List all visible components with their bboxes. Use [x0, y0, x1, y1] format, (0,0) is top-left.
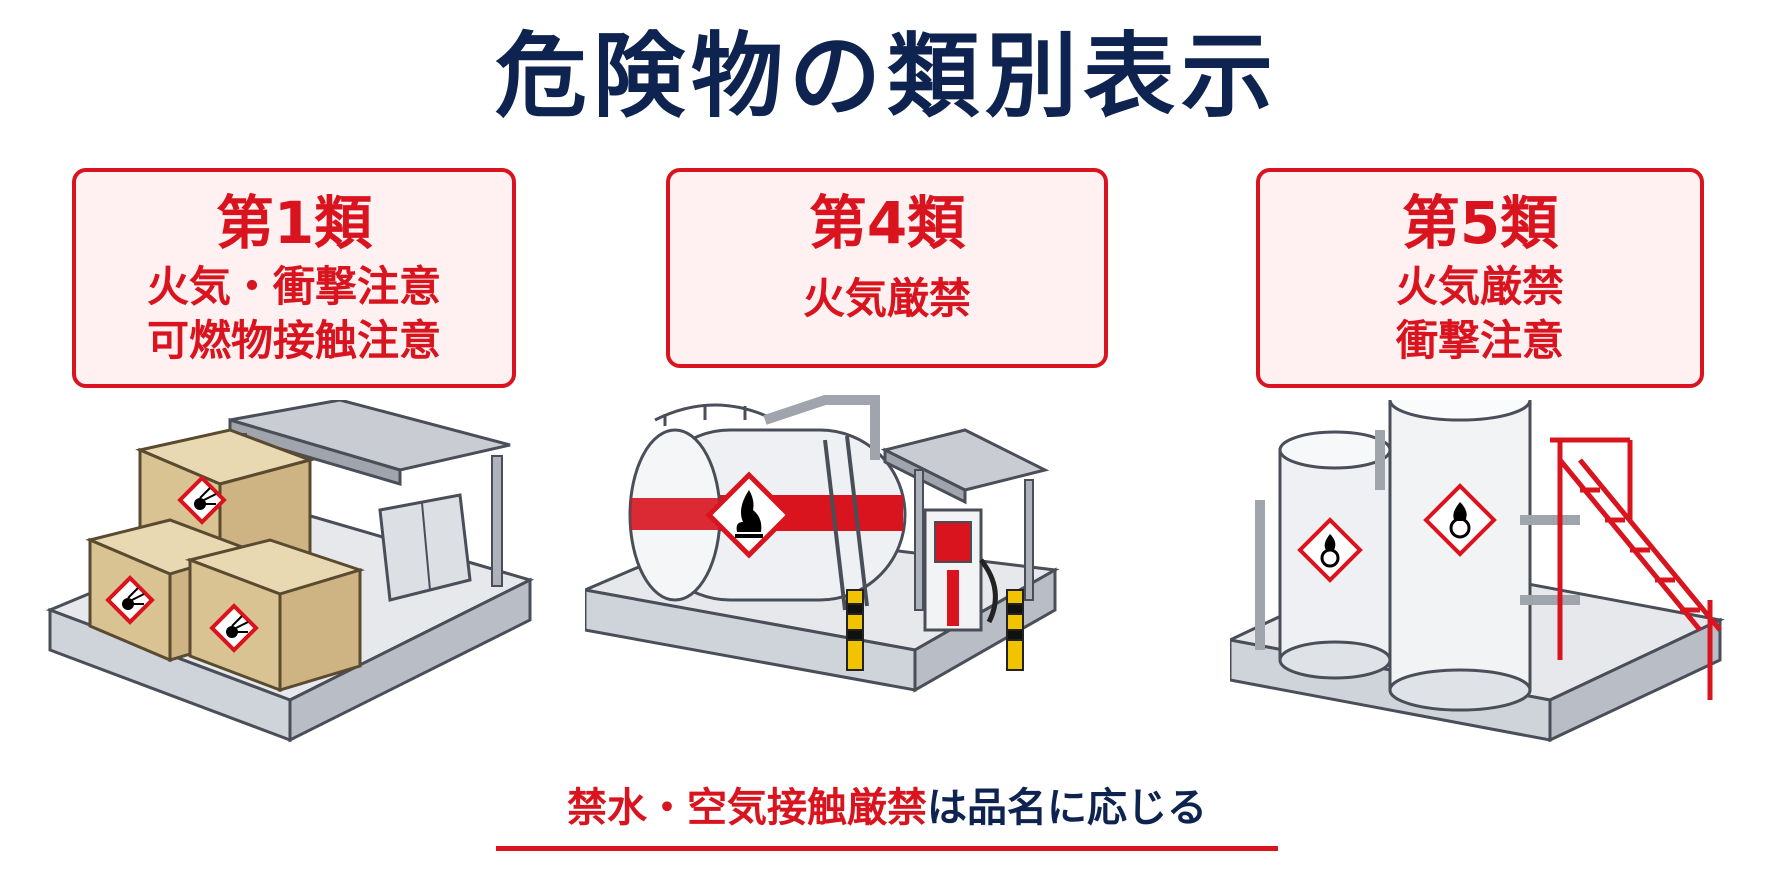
- footer-rest: は品名に応じる: [927, 785, 1207, 831]
- label-class-5: 第5類 火気厳禁 衝撃注意: [1256, 168, 1704, 388]
- class-name: 第1類: [215, 189, 373, 257]
- flame-over-circle-icon: [1297, 517, 1363, 583]
- crate-storage-illustration: [45, 400, 535, 743]
- fuel-tank-illustration: [585, 395, 1060, 693]
- footer-underline: [496, 846, 1278, 851]
- footer-note: 禁水・空気接触厳禁は品名に応じる: [0, 780, 1774, 836]
- footer-emphasis: 禁水・空気接触厳禁: [567, 785, 927, 831]
- caution-line: 火気厳禁: [802, 274, 971, 323]
- label-class-4: 第4類 火気厳禁: [666, 168, 1108, 368]
- class-name: 第4類: [808, 189, 966, 257]
- caution-line: 火気・衝撃注意: [146, 262, 441, 311]
- exploding-bomb-icon: [177, 475, 227, 525]
- silo-storage-illustration: [1230, 400, 1725, 743]
- caution-line: 衝撃注意: [1395, 316, 1564, 365]
- exploding-bomb-icon: [209, 603, 259, 653]
- caution-line: 火気厳禁: [1395, 262, 1564, 311]
- class-name: 第5類: [1401, 189, 1559, 257]
- page-title: 危険物の類別表示: [494, 23, 1279, 130]
- label-class-1: 第1類 火気・衝撃注意 可燃物接触注意: [72, 168, 516, 388]
- flame-over-circle-icon: [1423, 483, 1497, 557]
- caution-line: 可燃物接触注意: [146, 316, 441, 365]
- flame-icon: [705, 471, 793, 559]
- exploding-bomb-icon: [105, 575, 155, 625]
